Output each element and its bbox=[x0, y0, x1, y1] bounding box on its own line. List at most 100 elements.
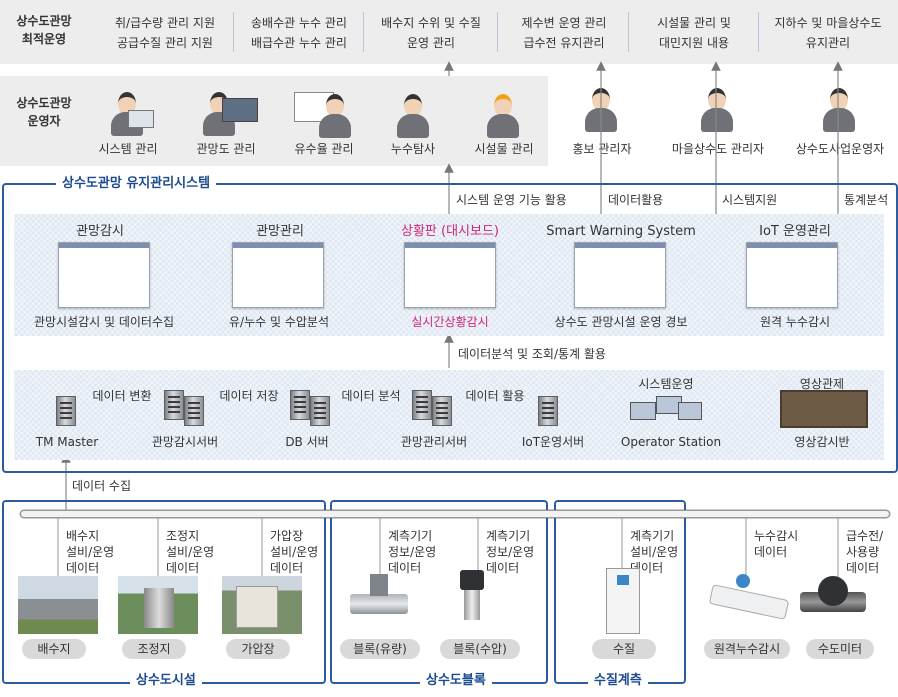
server-management: 관망관리서버 bbox=[400, 435, 468, 449]
device-block-pressure: 블록(수압) bbox=[440, 639, 520, 659]
db-server-icon-a bbox=[290, 390, 310, 420]
role-facility: 시설물 관리 bbox=[474, 142, 534, 156]
link-system-support: 시스템지원 bbox=[722, 193, 778, 207]
maintenance-system-title: 상수도관망 유지관리시스템 bbox=[56, 176, 217, 192]
server-monitoring: 관망감시서버 bbox=[151, 435, 219, 449]
device-regulating: 조정지 bbox=[122, 639, 186, 659]
block-group-title: 상수도블록 bbox=[420, 673, 492, 689]
regulating-reservoir-photo bbox=[118, 576, 198, 634]
server-operator-station: Operator Station bbox=[620, 435, 722, 449]
module-caption-iot: 원격 누수감시 bbox=[759, 315, 831, 329]
module-caption-monitoring: 관망시설감시 및 데이터수집 bbox=[33, 315, 175, 329]
module-screenshot-dashboard bbox=[404, 242, 496, 308]
tm-master-server-icon bbox=[56, 396, 76, 426]
server-tm-master: TM Master bbox=[35, 435, 99, 449]
module-screenshot-management bbox=[232, 242, 324, 308]
monitoring-server-icon-b bbox=[184, 396, 204, 426]
quality-group-title: 수질계측 bbox=[588, 673, 648, 689]
module-screenshot-monitoring bbox=[58, 242, 150, 308]
server-iot: IoT운영서버 bbox=[521, 435, 585, 449]
water-quality-analyzer-icon bbox=[606, 568, 640, 634]
module-title-management: 관망관리 bbox=[256, 224, 304, 239]
module-screenshot-warning bbox=[574, 242, 666, 308]
device-block-flow: 블록(유량) bbox=[340, 639, 420, 659]
village-water-manager-icon bbox=[698, 88, 736, 132]
db-server-icon-b bbox=[310, 396, 330, 426]
module-caption-dashboard: 실시간상황감시 bbox=[411, 315, 489, 329]
link-analysis: 데이터분석 및 조회/통계 활용 bbox=[458, 347, 606, 361]
operators-band bbox=[0, 76, 548, 166]
role-revenue: 유수율 관리 bbox=[294, 142, 354, 156]
modules-panel bbox=[14, 214, 884, 336]
module-screenshot-iot bbox=[746, 242, 838, 308]
facility-manager-icon bbox=[484, 94, 522, 138]
flow-video-control: 영상관제 bbox=[799, 377, 845, 391]
laptop-icon bbox=[128, 110, 154, 128]
flow-utilize: 데이터 활용 bbox=[465, 389, 525, 403]
flow-convert: 데이터 변환 bbox=[92, 389, 152, 403]
module-title-monitoring: 관망감시 bbox=[76, 224, 124, 239]
collect-label: 데이터 수집 bbox=[72, 479, 132, 493]
link-data-use: 데이터활용 bbox=[608, 193, 664, 207]
leak-detector-icon bbox=[394, 94, 432, 138]
monitors-icon bbox=[222, 98, 258, 122]
module-title-dashboard: 상황판 (대시보드) bbox=[401, 224, 499, 239]
flow-analyze: 데이터 분석 bbox=[341, 389, 401, 403]
flow-meter-icon bbox=[350, 572, 408, 628]
external-business: 상수도사업운영자 bbox=[795, 142, 885, 156]
device-booster: 가압장 bbox=[226, 639, 290, 659]
link-system-ops: 시스템 운영 기능 활용 bbox=[456, 193, 567, 207]
device-quality: 수질 bbox=[592, 639, 656, 659]
revenue-water-manager-icon bbox=[316, 94, 354, 138]
flow-system-ops: 시스템운영 bbox=[638, 377, 694, 391]
reservoir-photo bbox=[18, 576, 98, 634]
device-water-meter: 수도미터 bbox=[806, 639, 874, 659]
monitoring-server-icon-a bbox=[164, 390, 184, 420]
flow-store: 데이터 저장 bbox=[219, 389, 279, 403]
operator-station-icon bbox=[630, 396, 702, 420]
role-leak: 누수탐사 bbox=[390, 142, 436, 156]
module-title-warning: Smart Warning System bbox=[546, 224, 696, 239]
facility-group-title: 상수도시설 bbox=[130, 673, 202, 689]
device-reservoir: 배수지 bbox=[22, 639, 86, 659]
field-bus-bar bbox=[20, 510, 890, 518]
video-wall-icon bbox=[780, 390, 868, 428]
management-server-icon-b bbox=[432, 396, 452, 426]
optimal-operation-band bbox=[0, 0, 898, 64]
role-map: 관망도 관리 bbox=[196, 142, 256, 156]
module-title-iot: IoT 운영관리 bbox=[759, 224, 831, 239]
device-remote-leak: 원격누수감시 bbox=[704, 639, 790, 659]
link-statistics: 통계분석 bbox=[844, 193, 889, 207]
remote-leak-monitor-icon bbox=[708, 574, 790, 624]
booster-station-photo bbox=[222, 576, 302, 634]
pressure-sensor-icon bbox=[460, 570, 484, 630]
water-business-operator-icon bbox=[820, 88, 858, 132]
module-caption-warning: 상수도 관망시설 운영 경보 bbox=[554, 315, 688, 329]
management-server-icon-a bbox=[412, 390, 432, 420]
external-village: 마을상수도 관리자 bbox=[671, 142, 765, 156]
iot-server-icon bbox=[538, 396, 558, 426]
external-pr: 홍보 관리자 bbox=[572, 142, 632, 156]
server-db: DB 서버 bbox=[285, 435, 329, 449]
role-system: 시스템 관리 bbox=[98, 142, 158, 156]
maintenance-system-frame bbox=[2, 183, 898, 473]
water-meter-icon bbox=[800, 576, 866, 626]
server-video-board: 영상감시반 bbox=[794, 435, 850, 449]
module-caption-management: 유/누수 및 수압분석 bbox=[229, 315, 329, 329]
